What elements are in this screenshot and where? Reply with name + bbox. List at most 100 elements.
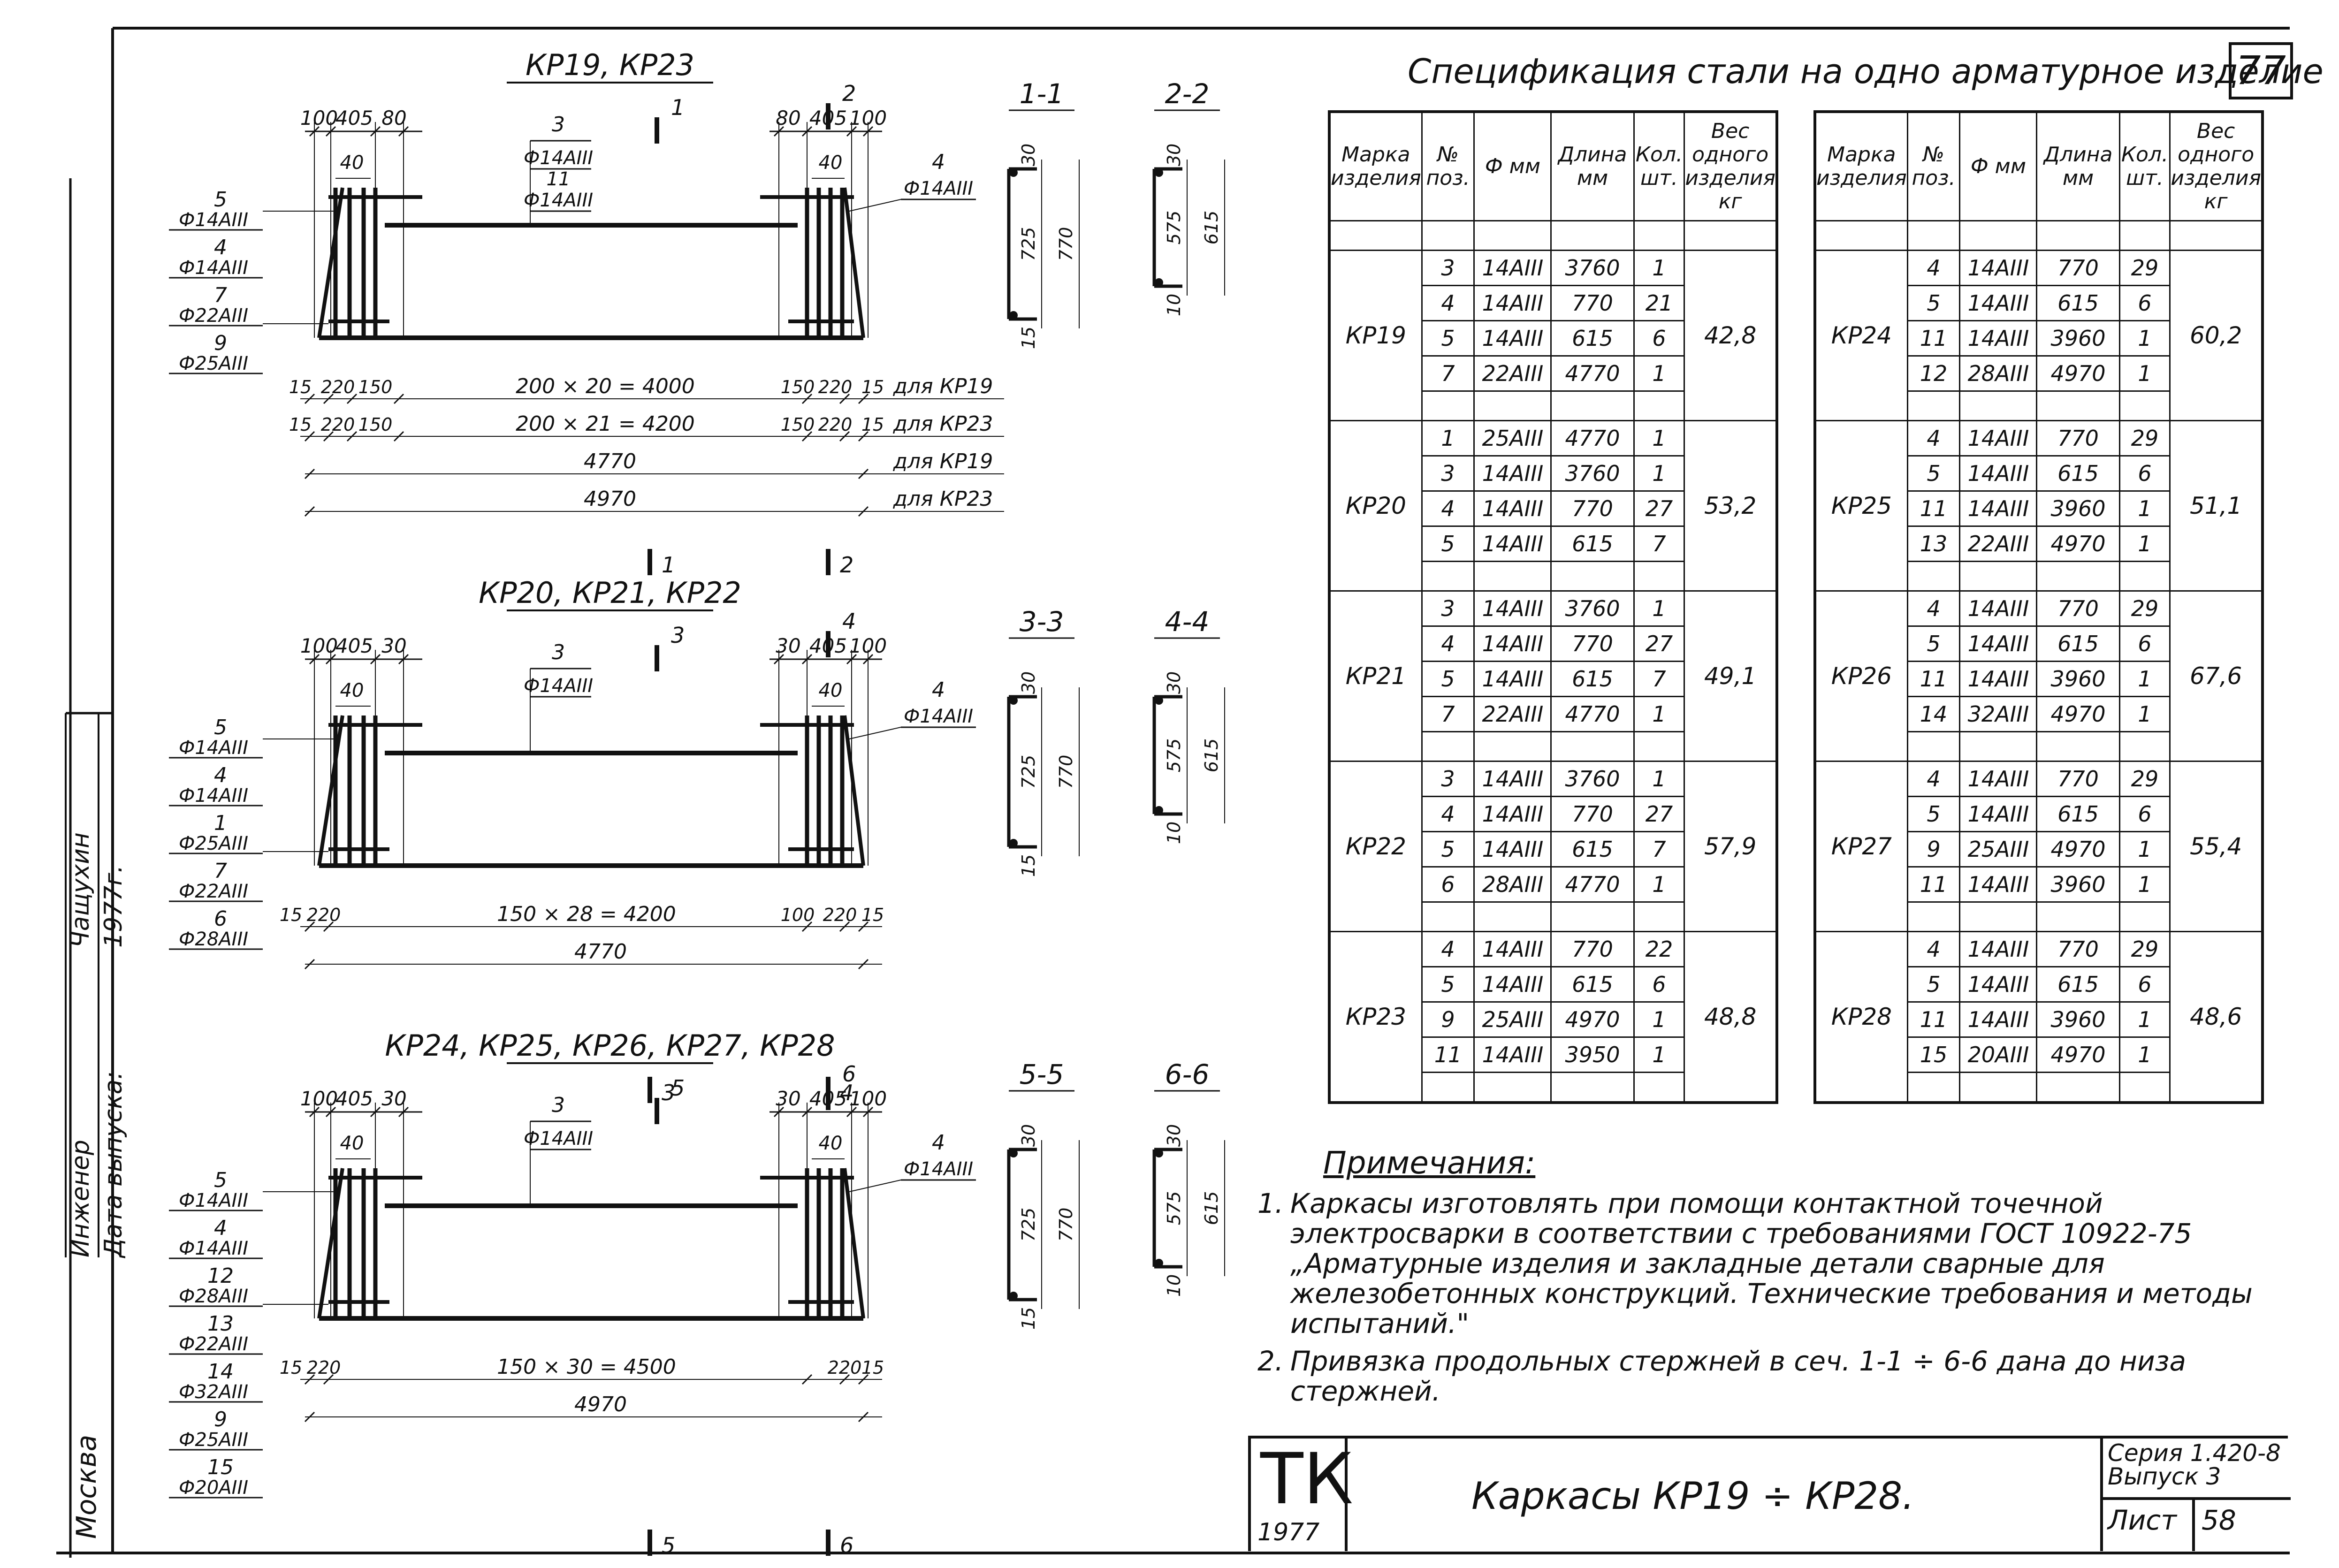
section-dim: 770 bbox=[1056, 1208, 1076, 1242]
total-dim: 4770 bbox=[584, 449, 636, 473]
right-bar-dia: Ф14АIII bbox=[904, 1158, 973, 1180]
left-callout-dia: Ф22АIII bbox=[179, 305, 248, 327]
left-callout-pos: 4 bbox=[214, 236, 227, 259]
section-marker bbox=[648, 549, 652, 575]
spec-cell: 14АIII bbox=[1473, 250, 1552, 286]
section-title: 3-3 bbox=[1020, 606, 1064, 638]
spec-header-left-5: Вес одного изделия кг bbox=[1684, 111, 1778, 221]
spec-cell: 14АIII bbox=[1959, 320, 2038, 357]
spec-weight: 48,8 bbox=[1684, 931, 1778, 1104]
spec-weight: 53,2 bbox=[1684, 420, 1778, 592]
section-bar bbox=[1009, 839, 1018, 847]
spec-header-left-2: Ф мм bbox=[1473, 111, 1552, 221]
spec-cell: 1 bbox=[2118, 831, 2171, 868]
spec-cell: 5 bbox=[1906, 455, 1961, 492]
top-dim-left: 100 bbox=[300, 1087, 338, 1110]
spec-cell: 5 bbox=[1421, 661, 1475, 697]
dim-tick bbox=[858, 393, 869, 404]
dim-tick bbox=[393, 393, 404, 404]
left-callout-pos: 15 bbox=[207, 1455, 234, 1479]
spec-cell: 11 bbox=[1421, 1036, 1475, 1073]
top-dim-right: 405 bbox=[809, 634, 847, 657]
left-callout-pos: 4 bbox=[214, 1216, 227, 1240]
spec-cell: 4970 bbox=[2036, 525, 2120, 562]
notes-heading: Примечания: bbox=[1323, 1145, 1536, 1181]
spec-weight: 60,2 bbox=[2169, 250, 2263, 421]
left-callout-dia: Ф28АIII bbox=[179, 1286, 248, 1307]
top-bar-dia2: Ф14АIII bbox=[524, 190, 593, 211]
section-bar bbox=[1155, 1149, 1163, 1157]
spec-cell: 14АIII bbox=[1473, 525, 1552, 562]
top-bar-dia: Ф14АIII bbox=[524, 675, 593, 697]
spec-cell: 4 bbox=[1421, 931, 1475, 967]
section-dim: 30 bbox=[1164, 1124, 1184, 1147]
spec-mark: КР27 bbox=[1814, 761, 1908, 932]
section-marker bbox=[655, 117, 659, 144]
section-marker bbox=[655, 645, 659, 671]
right-bar-pos: 4 bbox=[932, 150, 945, 174]
spec-mark: КР28 bbox=[1814, 931, 1908, 1104]
right-bar-dia: Ф14АIII bbox=[904, 706, 973, 727]
left-callout-dia: Ф14АIII bbox=[179, 785, 248, 807]
spec-mark: КР23 bbox=[1328, 931, 1423, 1104]
spec-cell: 11 bbox=[1906, 866, 1961, 903]
spec-header-left-1: № поз. bbox=[1421, 111, 1475, 221]
spec-cell: 1 bbox=[1633, 1036, 1685, 1073]
spec-cell: 14АIII bbox=[1473, 1036, 1552, 1073]
dim-tick bbox=[323, 921, 334, 932]
section-dim: 575 bbox=[1164, 211, 1184, 245]
dim-tick bbox=[773, 126, 785, 137]
spec-cell: 770 bbox=[2036, 931, 2120, 967]
dim-tick bbox=[801, 1106, 813, 1118]
bottom-dim: 15 bbox=[861, 377, 884, 397]
left-callout-pos: 12 bbox=[207, 1264, 234, 1288]
bottom-dim: 220 bbox=[818, 414, 853, 435]
spec-title: Спецификация стали на одно арматурное из… bbox=[1408, 52, 2324, 91]
left-callout-dia: Ф22АIII bbox=[179, 881, 248, 902]
spec-cell: 615 bbox=[2036, 966, 2120, 1003]
dim-tick bbox=[846, 654, 857, 665]
spec-cell: 4770 bbox=[1550, 696, 1635, 732]
series-label: Серия 1.420-8 bbox=[2108, 1439, 2281, 1467]
spec-cell: 4 bbox=[1421, 285, 1475, 321]
spec-cell: 14 bbox=[1906, 696, 1961, 732]
section-dim: 725 bbox=[1018, 227, 1039, 261]
notes: Примечания: 1.Каркасы изготовлять при по… bbox=[1257, 1145, 2271, 1406]
spec-cell: 11 bbox=[1906, 490, 1961, 527]
spec-cell: 615 bbox=[2036, 455, 2120, 492]
spec-cell: 5 bbox=[1421, 320, 1475, 357]
dim-tick bbox=[309, 1106, 320, 1118]
left-callout-dia: Ф28АIII bbox=[179, 929, 248, 950]
spec-cell: 615 bbox=[1550, 525, 1635, 562]
spec-cell: 25АIII bbox=[1473, 420, 1552, 457]
note-item-2: 2.Привязка продольных стержней в сеч. 1-… bbox=[1257, 1346, 2271, 1406]
side-stamp: Инженер Дата выпуска: Чащухин 1977г. Мос… bbox=[56, 178, 128, 1558]
section-title: 4-4 bbox=[1165, 606, 1210, 638]
left-callout-dia: Ф32АIII bbox=[179, 1381, 248, 1403]
section-title: 6-6 bbox=[1165, 1058, 1210, 1090]
dim-tick bbox=[304, 1411, 315, 1423]
spec-cell: 1 bbox=[1633, 250, 1685, 286]
spec-mark: КР22 bbox=[1328, 761, 1423, 932]
title-block: ТК 1977 Каркасы КР19 ÷ КР28. Серия 1.420… bbox=[1248, 1436, 2291, 1551]
bottom-dim: 150 bbox=[358, 414, 393, 435]
spec-header-left-4: Кол. шт. bbox=[1633, 111, 1685, 221]
spec-cell: 14АIII bbox=[1959, 966, 2038, 1003]
title-block-series: Серия 1.420-8 Выпуск 3 Лист 58 bbox=[2100, 1439, 2291, 1551]
spec-weight: 42,8 bbox=[1684, 250, 1778, 421]
section-dim: 725 bbox=[1018, 1208, 1039, 1242]
spec-cell: 5 bbox=[1906, 966, 1961, 1003]
spec-cell: 5 bbox=[1906, 625, 1961, 662]
dim-tick bbox=[858, 431, 869, 442]
